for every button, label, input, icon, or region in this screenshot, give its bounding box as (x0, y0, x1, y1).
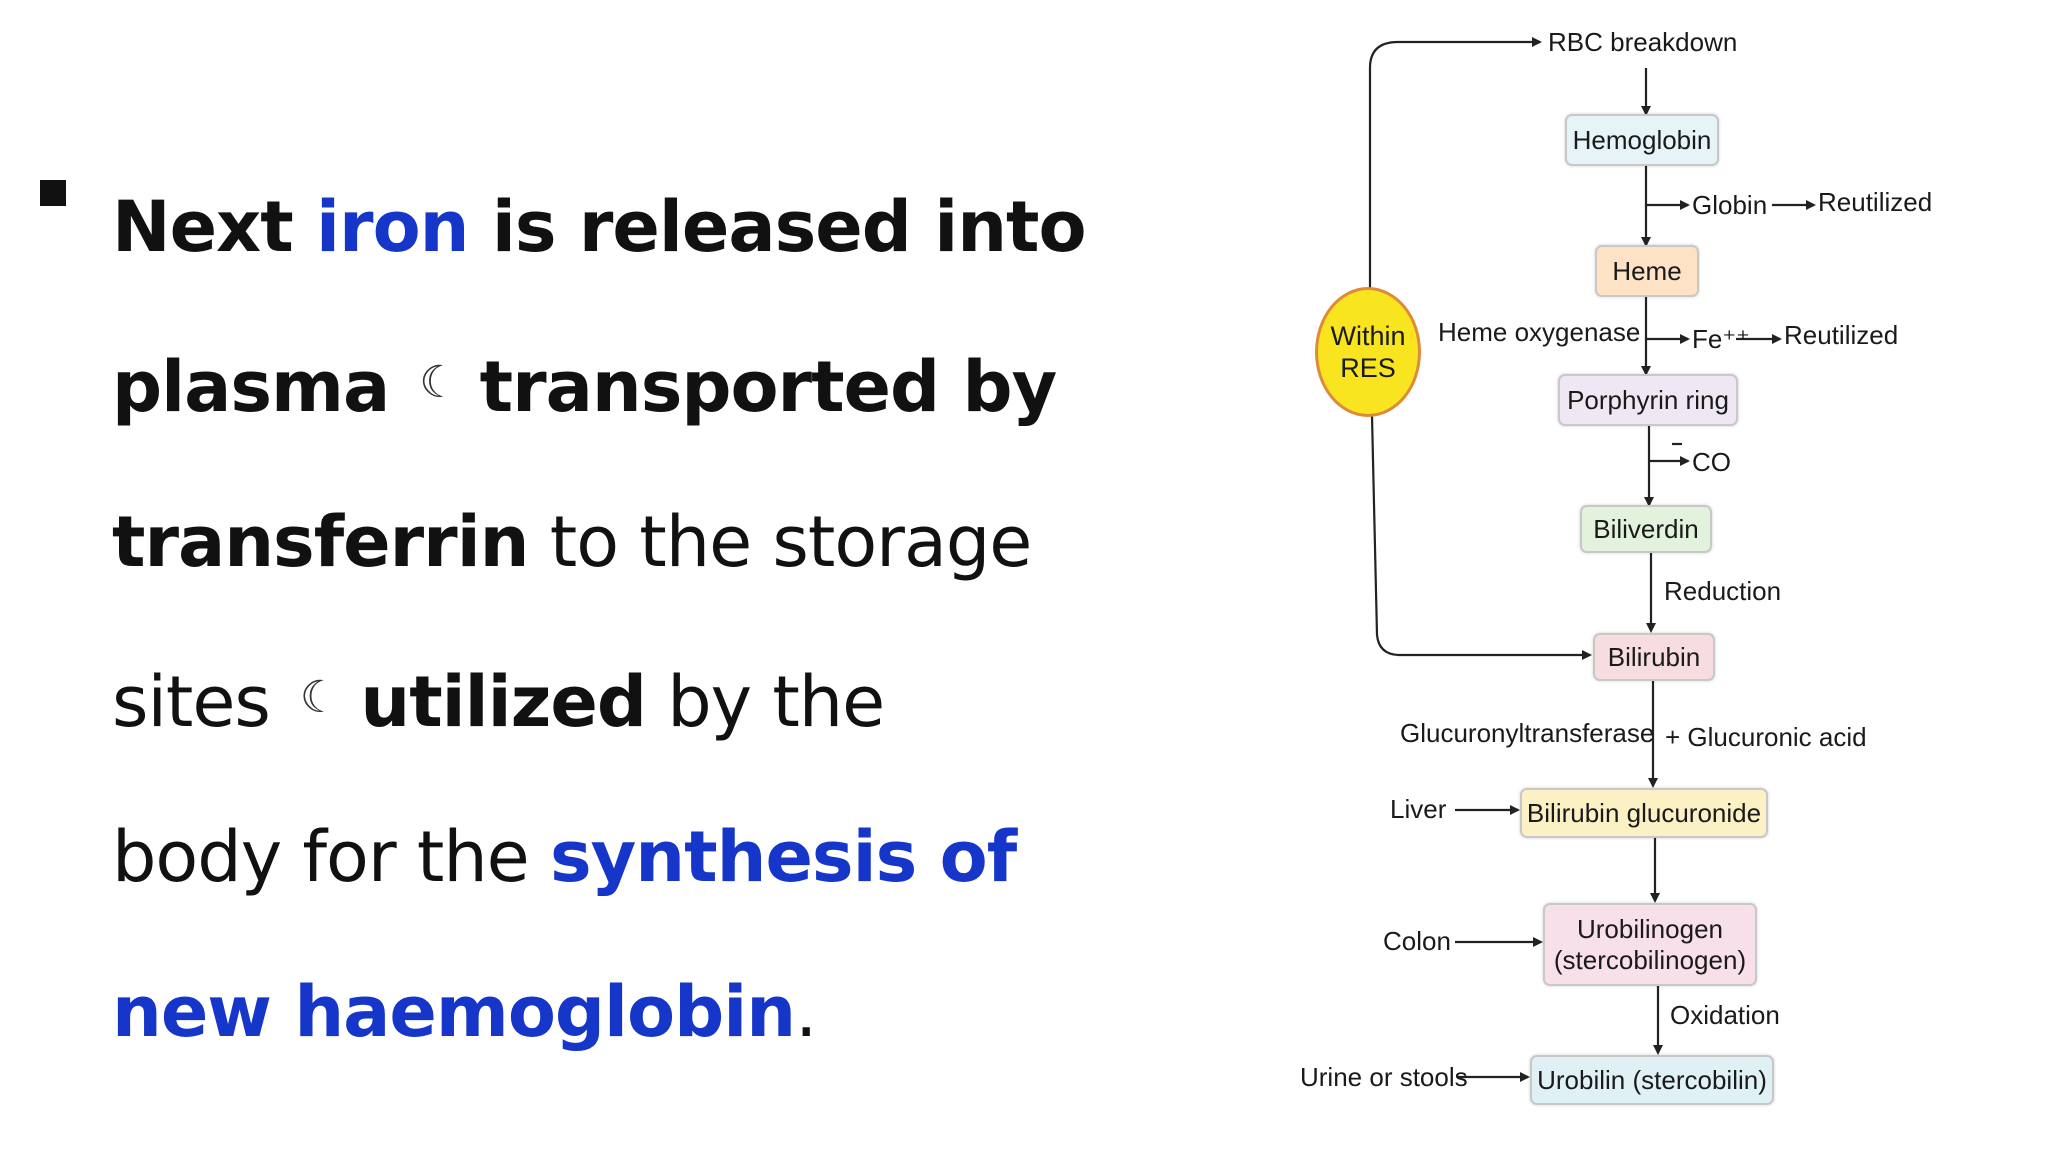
heme-box: Heme (1595, 245, 1699, 297)
within-res-text-2: RES (1340, 353, 1396, 383)
text-period: . (795, 971, 817, 1053)
text-sites: sites (112, 661, 271, 743)
within-res-text-1: Within (1330, 321, 1406, 351)
text-utilized: utilized (360, 661, 647, 743)
text-new-haemoglobin: new haemoglobin (112, 971, 796, 1053)
oxidation-label: Oxidation (1670, 1000, 1780, 1030)
within-res-circle: Within RES (1315, 287, 1421, 417)
text-line-5: body for the synthesis of (112, 780, 1092, 935)
bullet-text-block: Next iron is released into plasma ☾ transp… (40, 150, 1087, 1090)
urobilinogen-box: Urobilinogen (stercobilinogen) (1543, 903, 1757, 986)
text-line-1: Next iron is released into (112, 150, 1092, 305)
text-storage: to the storage (528, 501, 1033, 583)
crescent-moon-icon: ☾ (419, 357, 458, 408)
reutilized-label-1: Reutilized (1818, 187, 1933, 217)
stercobilinogen-text: (stercobilinogen) (1553, 944, 1747, 975)
text-transported: transported by (479, 346, 1058, 428)
text-by-the: by the (645, 661, 885, 743)
bilirubin-glucuronide-box: Bilirubin glucuronide (1520, 788, 1768, 838)
urobilin-box: Urobilin (stercobilin) (1530, 1055, 1774, 1105)
text-body: body for the (112, 816, 551, 898)
reutilized-label-2: Reutilized (1784, 320, 1899, 350)
hemoglobin-box: Hemoglobin (1565, 114, 1719, 166)
text-line-6: new haemoglobin. (112, 935, 1092, 1090)
text-line-4: sites ☾ utilized by the (112, 620, 1092, 780)
reduction-label: Reduction (1664, 576, 1782, 606)
text-released: is released into (468, 186, 1087, 268)
text-synthesis: synthesis of (550, 816, 1017, 898)
urobilinogen-text: Urobilinogen (1577, 913, 1723, 944)
diagram-connectors (1368, 37, 1816, 1082)
rbc-breakdown-label: RBC breakdown (1548, 27, 1738, 57)
text-line-3: transferrin to the storage (112, 465, 1092, 620)
glucuronic-acid-label: + Glucuronic acid (1665, 722, 1867, 752)
colon-label: Colon (1383, 926, 1451, 956)
heme-degradation-diagram: RBC breakdown Hemoglobin Globin Reutiliz… (1290, 10, 1990, 1150)
text-transferrin: transferrin (112, 501, 530, 583)
text-plasma: plasma (112, 346, 390, 428)
fe-label: Fe⁺⁺ (1692, 324, 1750, 354)
text-line-2: plasma ☾ transported by (112, 305, 1092, 465)
crescent-moon-icon: ☾ (299, 672, 339, 723)
globin-label: Globin (1692, 190, 1768, 220)
porphyrin-ring-box: Porphyrin ring (1558, 374, 1738, 426)
heme-oxygenase-label: Heme oxygenase (1438, 317, 1641, 347)
res-loop-arrow-to-bilirubin (1370, 415, 1592, 660)
text-next: Next (112, 186, 317, 268)
biliverdin-box: Biliverdin (1580, 505, 1712, 553)
bullet-square-icon (40, 180, 66, 206)
glucuronyltransferase-label: Glucuronyltransferase (1400, 718, 1655, 748)
res-loop-arrow-to-rbc (1368, 37, 1542, 290)
bilirubin-box: Bilirubin (1593, 633, 1715, 681)
liver-label: Liver (1390, 794, 1447, 824)
co-label: CO (1692, 447, 1731, 477)
text-iron: iron (316, 186, 469, 268)
urine-stools-label: Urine or stools (1300, 1062, 1468, 1092)
